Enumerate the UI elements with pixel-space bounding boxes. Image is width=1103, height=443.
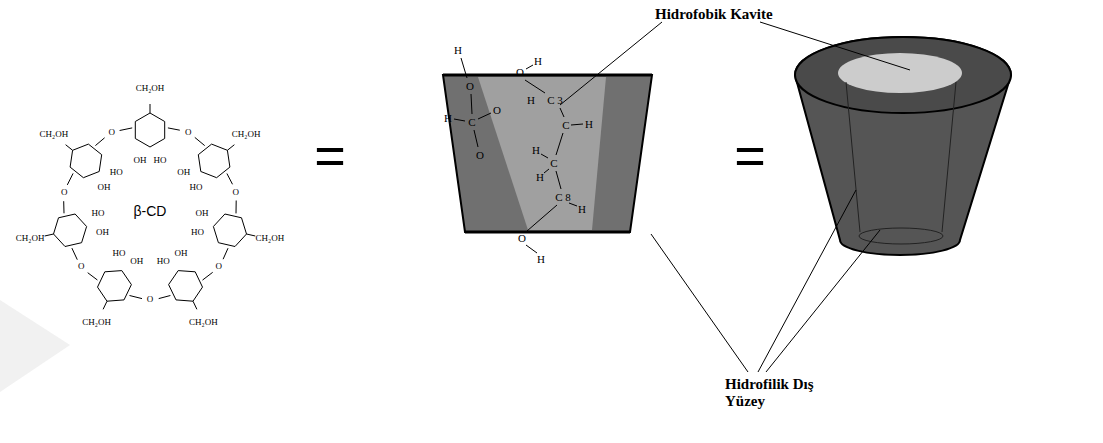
oxygen-label: O [61, 188, 68, 198]
hydroxyl-label: OH [130, 257, 143, 267]
hydroxyl-label: OH [97, 183, 110, 193]
region-label: Hidrofilik Dış Yüzey [725, 376, 843, 409]
cone-section [443, 75, 652, 232]
atom-label: O [518, 232, 526, 244]
bond-line [168, 128, 180, 130]
hydroxyl-label: HO [153, 156, 166, 166]
oxygen-label: O [216, 262, 223, 272]
bond-line [236, 201, 237, 214]
oxygen-label: O [233, 188, 240, 198]
atom-label: H [578, 203, 586, 215]
hydroxymethyl-label: CH₂OH [82, 318, 111, 328]
bond-lines [454, 58, 583, 253]
hydroxyl-label: HO [110, 168, 123, 178]
hydroxymethyl-label: CH₂OH [40, 130, 69, 140]
hydroxyl-label: HO [92, 209, 105, 219]
bond-line [95, 138, 104, 146]
atom-label: H [585, 118, 593, 130]
atom-label: H [444, 112, 452, 124]
oxygen-label: O [109, 128, 116, 138]
atom-label: C [562, 119, 569, 131]
hydroxyl-label: OH [134, 156, 147, 166]
bond-line [120, 128, 133, 131]
hydroxyl-label: HO [157, 257, 170, 267]
oxygen-label: O [78, 262, 85, 272]
atom-label: H [454, 44, 462, 56]
bond-line [150, 104, 151, 113]
cavity-opening [838, 53, 962, 93]
hydroxymethyl-label: CH₂OH [16, 234, 45, 244]
oxygen-label: O [147, 295, 154, 305]
atom-label: O [493, 104, 501, 116]
hydroxyl-label: HO [191, 228, 204, 238]
region-label: Hidrofobik Kavite [655, 6, 773, 23]
bond-line [227, 174, 233, 185]
hydroxyl-label: HO [112, 249, 125, 259]
bond-line [195, 137, 205, 145]
atom-label: H [532, 144, 540, 156]
atom-label: H [537, 253, 545, 265]
equals-sign: = [314, 128, 346, 182]
glucose-ring [213, 214, 246, 247]
glucose-ring [135, 113, 164, 147]
cone-3d [795, 37, 1011, 255]
glucose-ring [98, 271, 132, 302]
atom-label: C [550, 157, 557, 169]
hydroxyl-label: OH [175, 249, 188, 259]
hydroxymethyl-label: CH₂OH [136, 84, 165, 94]
hydroxymethyl-label: CH₂OH [189, 318, 218, 328]
hydroxymethyl-label: CH₂OH [232, 130, 261, 140]
glucose-ring [169, 271, 203, 302]
atom-label: O [516, 66, 524, 78]
bond-line [159, 296, 171, 299]
molecule-name: β-CD [134, 204, 167, 219]
hydroxyl-label: OH [177, 168, 190, 178]
atom-label: C 8 [555, 191, 571, 203]
leader-lines [560, 22, 910, 372]
atom-label: H [536, 171, 544, 183]
atom-label: H [534, 55, 542, 67]
glucose-ring [70, 144, 102, 178]
bond-line [223, 248, 228, 259]
atom-label: C [468, 116, 475, 128]
atom-label: H [527, 94, 535, 106]
glucose-ring [198, 144, 230, 178]
bond-line [72, 248, 77, 260]
hydroxyl-label: HO [190, 183, 203, 193]
bond-line [63, 201, 64, 213]
equals-sign: = [734, 128, 766, 182]
cone-rim [443, 74, 652, 77]
bond-line [66, 145, 73, 151]
bond-line [247, 234, 256, 236]
oxygen-label: O [185, 128, 192, 138]
watermark-shape [0, 300, 70, 392]
bond-line [103, 301, 107, 309]
bond-line [203, 272, 213, 280]
bond-line [45, 234, 54, 236]
hydroxyl-label: OH [196, 209, 209, 219]
atom-label: C 3 [547, 94, 563, 106]
bond-line [88, 273, 98, 280]
bond-line [130, 296, 143, 299]
bond-line [67, 173, 73, 185]
bond-line [227, 145, 234, 151]
hydrophobic-cavity [478, 77, 606, 230]
glucose-ring [54, 214, 87, 247]
cone-top [795, 37, 1011, 113]
hydroxymethyl-label: CH₂OH [256, 234, 285, 244]
atom-label: O [466, 80, 474, 92]
atom-label: O [476, 149, 484, 161]
bond-line [193, 301, 197, 309]
cavity-walls [846, 82, 956, 244]
hydroxyl-label: OH [96, 228, 109, 238]
cyclodextrin-ring [45, 104, 256, 309]
cone-base [465, 231, 630, 234]
